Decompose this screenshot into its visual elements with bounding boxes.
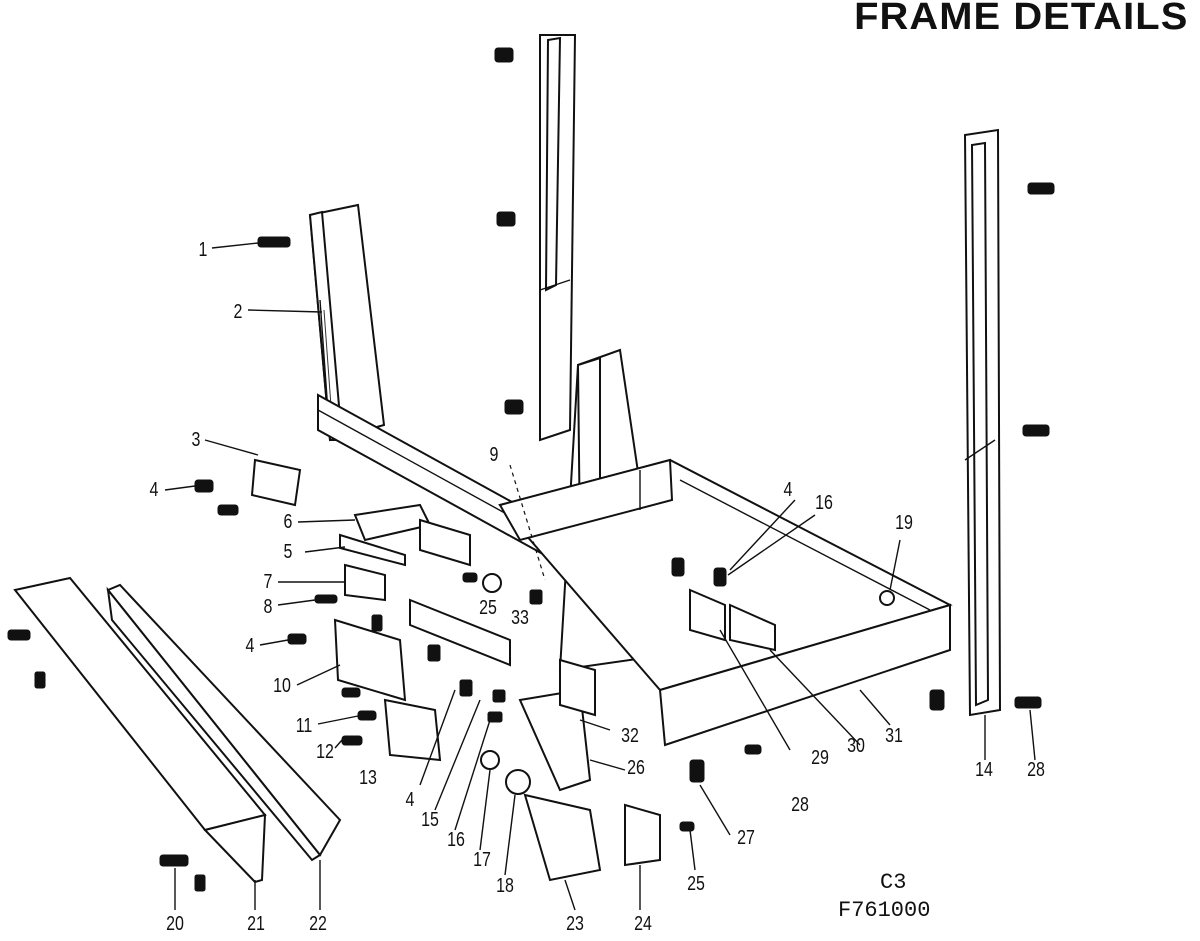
callout-8: 8 [263,596,273,618]
callout-4c: 4 [405,789,415,811]
callout-28: 28 [1027,759,1045,781]
callout-9: 9 [489,444,499,466]
callout-5: 5 [283,541,293,563]
callout-20: 20 [166,913,184,935]
center-vertical-rail [539,34,577,442]
callout-2: 2 [233,301,243,323]
callout-25b: 25 [687,873,705,895]
callout-21: 21 [247,913,265,935]
front-left-rails [13,576,342,884]
diagram-code-line2: F761000 [838,898,931,923]
callout-18: 18 [496,875,514,897]
callout-28b: 28 [791,794,809,816]
callout-12: 12 [316,741,334,763]
callout-15: 15 [421,809,439,831]
callout-4b: 4 [245,635,255,657]
right-vertical-rail [963,128,1002,717]
callout-11: 11 [295,715,313,737]
callout-4d: 4 [783,479,793,501]
callout-26: 26 [627,757,645,779]
callout-3: 3 [191,429,201,451]
callout-6: 6 [283,511,293,533]
callout-27: 27 [737,827,755,849]
callout-7: 7 [263,571,273,593]
callout-19: 19 [895,512,913,534]
callout-22: 22 [309,913,327,935]
callout-16: 16 [447,829,465,851]
callout-leader-lines [164,242,1036,911]
callout-16b: 16 [815,492,833,514]
callout-13: 13 [359,767,377,789]
callout-14: 14 [975,759,993,781]
callout-17: 17 [473,849,491,871]
callout-10: 10 [273,675,291,697]
callout-24: 24 [634,913,652,935]
small-components [250,458,895,882]
diagram-code-line1: C3 [880,870,907,895]
callout-29: 29 [811,747,829,769]
callout-31: 31 [885,725,903,747]
callout-4: 4 [149,479,159,501]
left-upright-bracket [308,203,386,442]
diagram-title: FRAME DETAILS [853,0,1188,38]
screw-fasteners [7,47,1055,892]
callout-30: 30 [847,735,865,757]
callout-1: 1 [198,239,208,261]
callout-33: 33 [511,607,529,629]
callout-23: 23 [566,913,584,935]
callout-32: 32 [621,725,639,747]
callout-25: 25 [479,597,497,619]
